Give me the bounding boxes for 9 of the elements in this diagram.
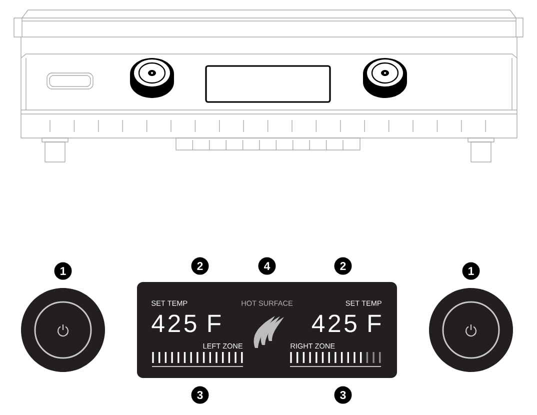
- callout-number: 4: [258, 257, 276, 275]
- callout-number: 3: [191, 386, 209, 404]
- callout-number: 1: [54, 262, 72, 280]
- callout-number: 1: [462, 262, 480, 280]
- temperature-readout: 425 F: [312, 314, 381, 332]
- callout-number: 3: [334, 386, 352, 404]
- temperature-readout: 425 F: [152, 314, 221, 332]
- callout-number: 2: [334, 257, 352, 275]
- callout-number: 2: [191, 257, 209, 275]
